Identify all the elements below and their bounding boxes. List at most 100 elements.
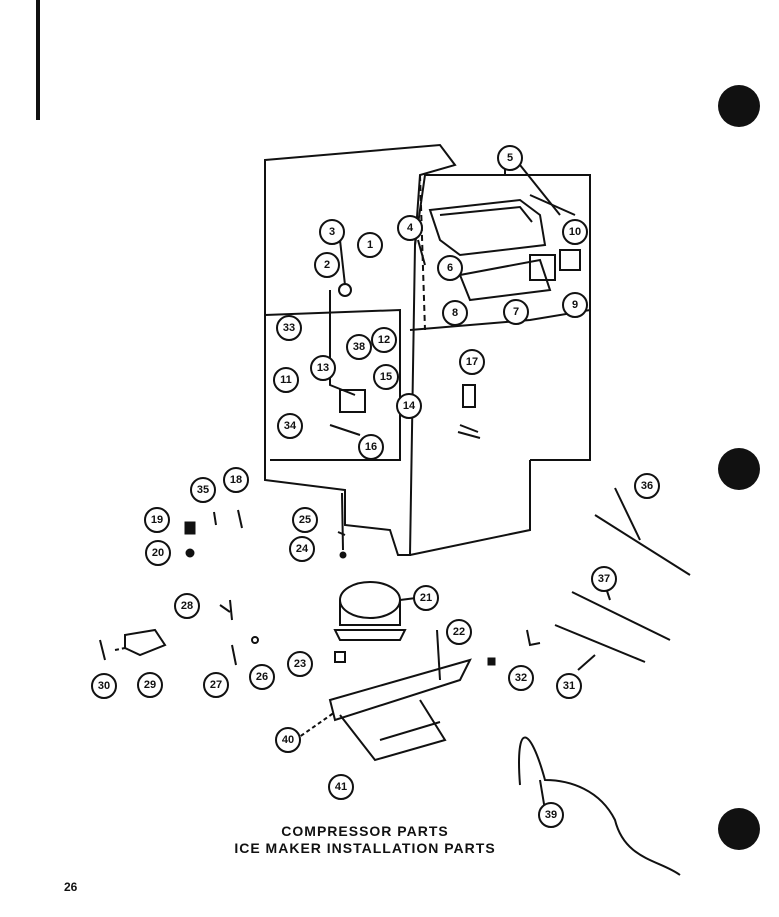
callout-31: 31 [556, 673, 582, 699]
water-valve-assembly [329, 283, 366, 436]
callout-number: 28 [181, 600, 193, 612]
caption-ice-maker-installation: ICE MAKER INSTALLATION PARTS [234, 840, 496, 856]
binder-hole-bottom [718, 808, 760, 850]
callout-18: 18 [223, 467, 249, 493]
callout-17: 17 [459, 349, 485, 375]
callout-circle [396, 393, 422, 419]
callout-number: 39 [545, 809, 557, 821]
compressor [333, 581, 407, 641]
base-pan [328, 658, 472, 762]
callout-number: 29 [144, 679, 156, 691]
callout-circle [634, 473, 660, 499]
callout-circle [357, 232, 383, 258]
callout-14: 14 [396, 393, 422, 419]
callout-6: 6 [437, 255, 463, 281]
callout-41: 41 [328, 774, 354, 800]
callout-circle [591, 566, 617, 592]
water-line-39 [518, 736, 681, 876]
callout-number: 24 [296, 543, 309, 555]
callout-4: 4 [397, 215, 423, 241]
callout-21: 21 [413, 585, 439, 611]
callout-circle [413, 585, 439, 611]
callout-number: 31 [563, 680, 575, 692]
callout-number: 26 [256, 671, 268, 683]
callout-circle [144, 507, 170, 533]
callout-circle [292, 507, 318, 533]
callout-circle [446, 619, 472, 645]
callout-number: 5 [507, 152, 513, 164]
callout-circle [437, 255, 463, 281]
part-25-shape [337, 531, 346, 536]
callout-number: 13 [317, 362, 329, 374]
cover-plate [559, 249, 581, 271]
callout-number: 38 [353, 341, 365, 353]
callout-40: 40 [275, 727, 301, 753]
callout-number: 14 [403, 400, 416, 412]
callout-20: 20 [145, 540, 171, 566]
callout-number: 34 [284, 420, 297, 432]
callout-circle [497, 145, 523, 171]
callout-number: 22 [453, 626, 465, 638]
callout-number: 32 [515, 672, 527, 684]
callout-number: 11 [280, 374, 292, 386]
callout-circle [562, 292, 588, 318]
callout-29: 29 [137, 672, 163, 698]
callout-number: 20 [152, 547, 164, 559]
callout-37: 37 [591, 566, 617, 592]
callout-circle [203, 672, 229, 698]
callout-number: 35 [197, 484, 209, 496]
part-20-shape [185, 548, 195, 558]
callout-30: 30 [91, 673, 117, 699]
callout-circle [190, 477, 216, 503]
callout-16: 16 [358, 434, 384, 460]
ice-maker [458, 254, 556, 302]
callout-number: 19 [151, 514, 163, 526]
callout-circle [91, 673, 117, 699]
callout-number: 10 [569, 226, 581, 238]
callout-circle [556, 673, 582, 699]
callout-number: 1 [367, 239, 373, 251]
callout-circle [277, 413, 303, 439]
callout-circle [223, 467, 249, 493]
callout-number: 27 [210, 679, 222, 691]
valve-fitting [457, 384, 481, 439]
callout-26: 26 [249, 664, 275, 690]
part-18-shape [237, 509, 243, 529]
callout-circle [287, 651, 313, 677]
callout-number: 21 [420, 592, 432, 604]
callout-28: 28 [174, 593, 200, 619]
ice-bin [428, 198, 547, 257]
callout-circle [249, 664, 275, 690]
callout-circle [289, 536, 315, 562]
callout-25: 25 [292, 507, 318, 533]
callout-circle [346, 334, 372, 360]
callout-number: 8 [452, 307, 458, 319]
callout-5: 5 [497, 145, 523, 171]
callout-8: 8 [442, 300, 468, 326]
callout-number: 36 [641, 480, 653, 492]
callout-11: 11 [273, 367, 299, 393]
part-35-shape [213, 511, 217, 526]
callout-24: 24 [289, 536, 315, 562]
callout-3: 3 [319, 219, 345, 245]
callout-19: 19 [144, 507, 170, 533]
callout-circle [174, 593, 200, 619]
callout-circle [145, 540, 171, 566]
callout-27: 27 [203, 672, 229, 698]
part-23-shape [334, 651, 346, 663]
part-27-shape [231, 644, 237, 666]
callout-circle [508, 665, 534, 691]
callout-circle [319, 219, 345, 245]
binder-hole-middle [718, 448, 760, 490]
callout-1: 1 [357, 232, 383, 258]
callout-circle [562, 219, 588, 245]
part-28-shape [219, 599, 233, 621]
callout-22: 22 [446, 619, 472, 645]
callout-circle [328, 774, 354, 800]
callout-circle [310, 355, 336, 381]
callout-number: 16 [365, 441, 377, 453]
callout-circle [397, 215, 423, 241]
part-40-shape [487, 657, 496, 666]
